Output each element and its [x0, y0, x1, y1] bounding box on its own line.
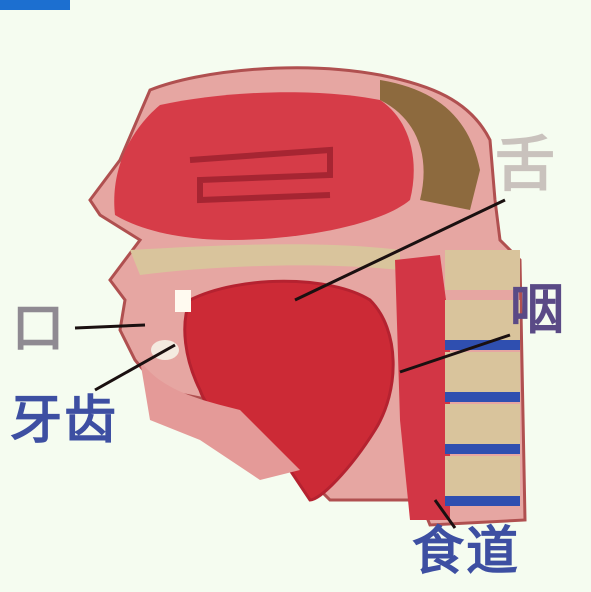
vertebra	[445, 352, 520, 392]
label-esophagus: 食道	[412, 526, 520, 578]
vertebra-disc	[445, 444, 520, 454]
vertebra	[445, 404, 520, 444]
vertebra	[445, 456, 520, 496]
vertebra-disc	[445, 496, 520, 506]
label-mouth: 口	[12, 303, 66, 355]
nasal-cavity	[114, 92, 414, 240]
vertebra-disc	[445, 392, 520, 402]
vertebra	[445, 250, 520, 290]
label-teeth: 牙齿	[10, 395, 118, 447]
label-tongue: 舌	[495, 135, 557, 195]
upper-tooth	[175, 290, 191, 312]
label-pharynx: 咽	[510, 282, 566, 336]
